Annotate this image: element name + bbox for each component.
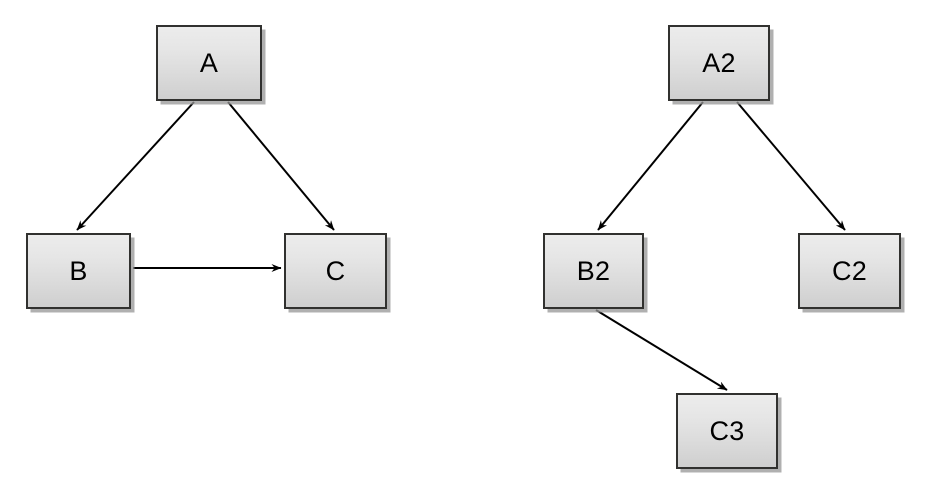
- node-label-a2: A2: [702, 47, 736, 78]
- node-b2[interactable]: B2: [543, 233, 644, 309]
- node-c2[interactable]: C2: [798, 233, 901, 309]
- node-label-c: C: [325, 255, 346, 286]
- edge-a-to-c: [227, 101, 335, 231]
- node-label-c3: C3: [709, 415, 745, 446]
- edge-a-to-b: [76, 101, 195, 231]
- node-label-a: A: [199, 47, 219, 78]
- node-label-c2: C2: [832, 255, 867, 286]
- node-c3[interactable]: C3: [676, 393, 778, 469]
- node-c[interactable]: C: [284, 233, 387, 309]
- edge-b2-to-c3: [595, 309, 728, 391]
- node-a[interactable]: A: [156, 25, 262, 101]
- node-label-b: B: [69, 255, 88, 286]
- edge-a2-to-b2: [597, 101, 704, 231]
- edge-a2-to-c2: [736, 101, 846, 231]
- edges-group: [76, 101, 846, 391]
- node-b[interactable]: B: [26, 233, 131, 309]
- node-a2[interactable]: A2: [668, 25, 770, 101]
- node-label-b2: B2: [576, 255, 611, 286]
